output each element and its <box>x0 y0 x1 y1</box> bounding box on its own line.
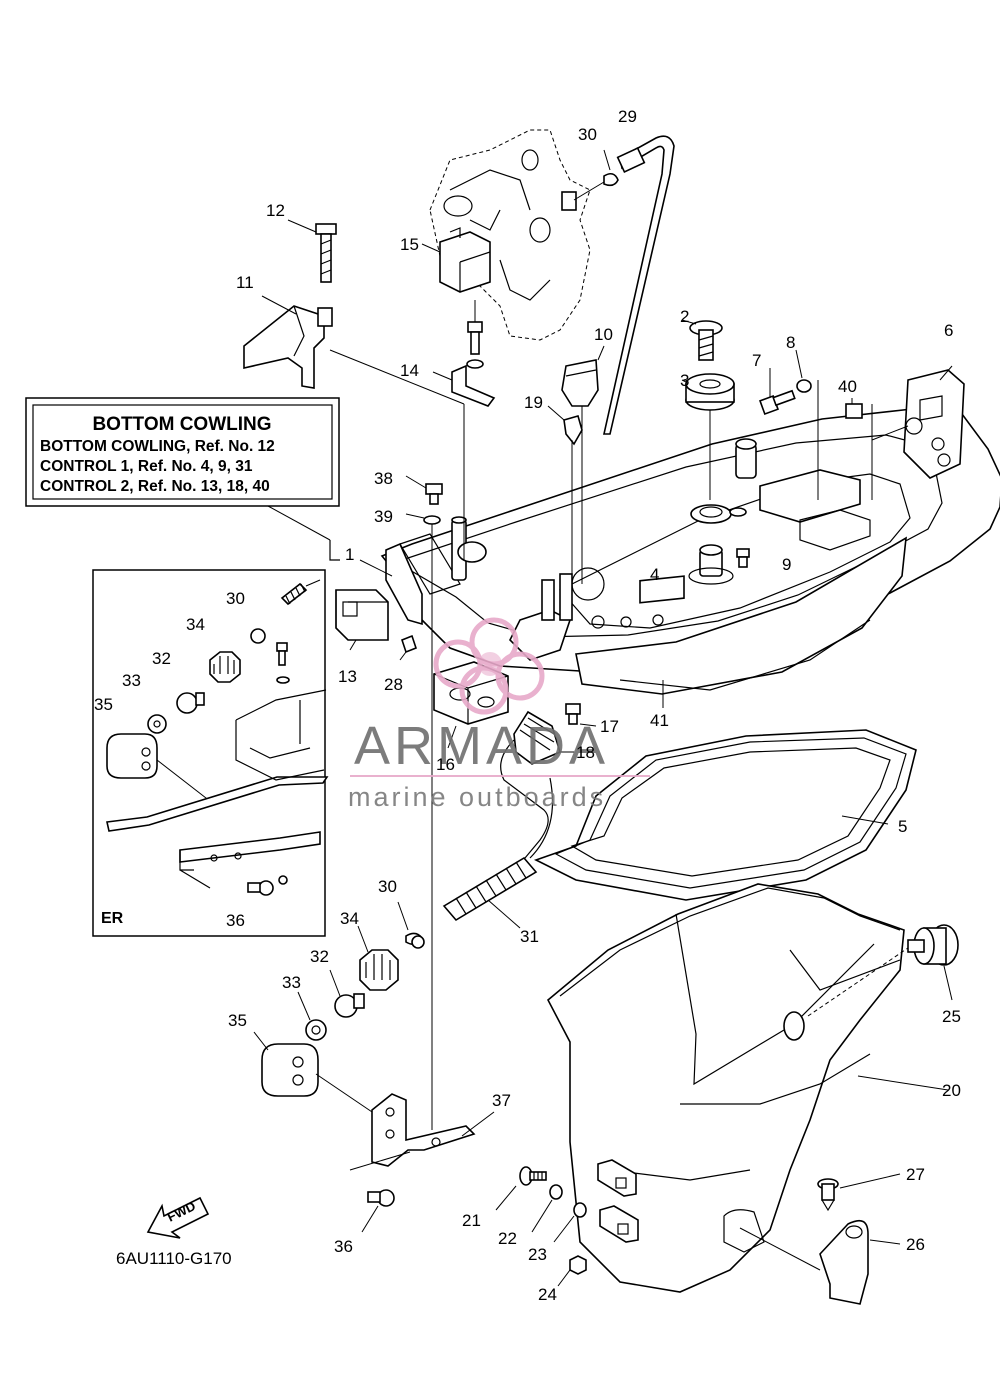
callout-label: 40 <box>838 377 857 396</box>
callout-label: 17 <box>600 717 619 736</box>
callout-label: 30 <box>578 125 597 144</box>
er-inset-box: ER <box>92 569 329 937</box>
callout-label: 4 <box>650 565 659 584</box>
er-label: ER <box>101 910 124 927</box>
legend-line-1: BOTTOM COWLING, Ref. No. 12 <box>40 438 275 455</box>
callout-label: 32 <box>310 947 329 966</box>
callout-label: 35 <box>94 695 113 714</box>
callout-label: 35 <box>228 1011 247 1030</box>
callout-label: 2 <box>680 307 689 326</box>
callout-label: 24 <box>538 1285 557 1304</box>
callout-label: 38 <box>374 469 393 488</box>
callout-label: 33 <box>282 973 301 992</box>
cable-31-part <box>442 777 554 929</box>
callout-label: 19 <box>524 393 543 412</box>
callout-label: 14 <box>400 361 419 380</box>
switch-16-part <box>433 661 509 749</box>
legend-line-2: CONTROL 1, Ref. No. 4, 9, 31 <box>40 458 253 475</box>
callout-label: 8 <box>786 333 795 352</box>
callout-label: 41 <box>650 711 669 730</box>
callout-label: 34 <box>186 615 205 634</box>
diagram-code: 6AU1110-G170 <box>116 1249 232 1268</box>
bracket-14-part <box>432 300 496 560</box>
legend-box: BOTTOM COWLING BOTTOM COWLING, Ref. No. … <box>25 397 340 541</box>
callout-label: 13 <box>338 667 357 686</box>
bottom-cowling-part <box>329 408 1000 708</box>
callout-label: 29 <box>618 107 637 126</box>
plug-10-part <box>547 345 605 584</box>
bracket-11-part <box>243 219 465 405</box>
callout-label: 5 <box>898 817 907 836</box>
callout-label: 28 <box>384 675 403 694</box>
grommet-25-part <box>807 924 959 1017</box>
callout-label: 23 <box>528 1245 547 1264</box>
tab-6-part <box>871 365 965 479</box>
bolt-7-8-40-part <box>759 349 873 500</box>
callout-label: 36 <box>226 911 245 930</box>
watermark: ARMADA marine outboards <box>348 617 650 812</box>
callout-label: 27 <box>906 1165 925 1184</box>
callout-label: 16 <box>436 755 455 774</box>
callout-label: 18 <box>576 743 595 762</box>
clip-26-27-part <box>739 1173 901 1305</box>
callout-labels: 1 2 3 4 5 6 7 8 9 10 11 12 13 14 15 16 1… <box>94 107 961 1304</box>
watermark-brand: ARMADA <box>354 716 609 776</box>
fwd-arrow-icon: FWD <box>146 1196 210 1239</box>
seal-5-part <box>533 729 917 901</box>
callout-label: 31 <box>520 927 539 946</box>
grommet-13-part <box>335 589 417 661</box>
callout-label: 20 <box>942 1081 961 1100</box>
knob-assembly-part <box>253 901 495 1233</box>
callout-label: 34 <box>340 909 359 928</box>
callout-label: 36 <box>334 1237 353 1256</box>
callout-label: 32 <box>152 649 171 668</box>
legend-title: BOTTOM COWLING <box>92 414 271 435</box>
bolt-38-39-part <box>405 475 443 1130</box>
watermark-tagline: marine outboards <box>348 782 606 812</box>
mount-2-3-part <box>681 319 735 500</box>
callout-label: 3 <box>680 371 689 390</box>
callout-label: 9 <box>782 555 791 574</box>
hose-29-part <box>573 135 675 435</box>
callout-label: 15 <box>400 235 419 254</box>
callout-label: 30 <box>226 589 245 608</box>
callout-label: 22 <box>498 1229 517 1248</box>
fasteners-21-24-part <box>495 1166 587 1287</box>
callout-label: 6 <box>944 321 953 340</box>
callout-label: 11 <box>236 273 254 292</box>
callout-label: 33 <box>122 671 141 690</box>
callout-label: 10 <box>594 325 613 344</box>
callout-label: 7 <box>752 351 761 370</box>
callout-label: 39 <box>374 507 393 526</box>
callout-label: 26 <box>906 1235 925 1254</box>
clip-17-18-part <box>500 703 597 865</box>
legend-line-3: CONTROL 2, Ref. No. 13, 18, 40 <box>40 478 270 495</box>
callout-label: 25 <box>942 1007 961 1026</box>
grommet-15-part <box>421 227 491 293</box>
engine-outline <box>429 129 591 341</box>
callout-label: 37 <box>492 1091 511 1110</box>
callout-label: 30 <box>378 877 397 896</box>
cover-20-part <box>546 883 949 1293</box>
callout-label: 21 <box>462 1211 481 1230</box>
callout-label: 12 <box>266 201 285 220</box>
callout-label: 1 <box>345 545 354 564</box>
